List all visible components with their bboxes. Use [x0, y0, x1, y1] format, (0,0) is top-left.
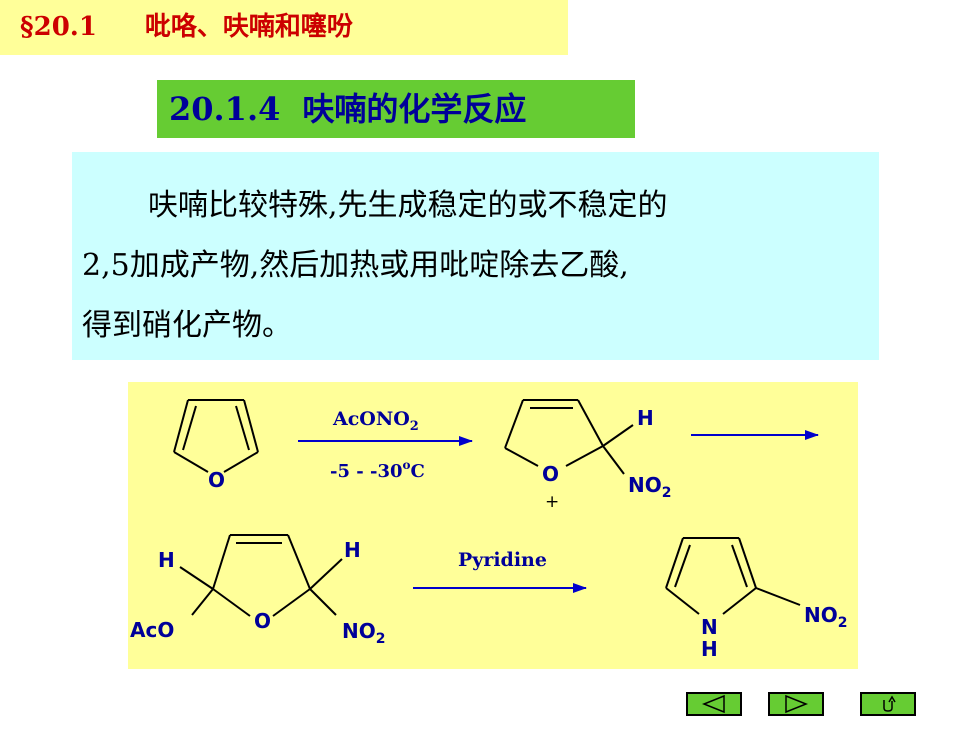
section-header: §20.1 吡咯、呋喃和噻吩 — [0, 0, 568, 55]
subsection-text: 呋喃的化学反应 — [302, 90, 527, 128]
cation-h-label: H — [637, 406, 654, 430]
furan-oxygen-label: O — [208, 468, 225, 492]
adduct-no2-label: NO2 — [342, 619, 386, 647]
explanation-box: 呋喃比较特殊,先生成稳定的或不稳定的 2,5加成产物,然后加热或用吡啶除去乙酸,… — [72, 152, 879, 360]
return-arrow-icon — [883, 695, 896, 712]
cation-oxygen-label: O — [542, 462, 559, 486]
adduct-oxygen-label: O — [254, 609, 271, 633]
explanation-line-3: 得到硝化产物。 — [82, 308, 292, 343]
pyrrole-nh-label: H — [701, 637, 718, 661]
next-slide-button[interactable] — [768, 692, 824, 716]
reagent-acono2: AcONO2 — [332, 408, 419, 434]
pyrrole-n-label: N — [701, 615, 718, 639]
cation-plus-label: + — [545, 492, 559, 512]
adduct-h-right-label: H — [344, 538, 361, 562]
previous-slide-button[interactable] — [686, 692, 742, 716]
furan-structure — [173, 399, 259, 473]
pyrrole-no2-label: NO2 — [804, 603, 848, 631]
explanation-line-2: 2,5加成产物,然后加热或用吡啶除去乙酸, — [82, 248, 629, 283]
reaction-temperature: -5 - -30oC — [330, 458, 425, 482]
adduct-h-left-label: H — [158, 548, 175, 572]
section-title: 吡咯、呋喃和噻吩 — [144, 12, 353, 42]
nitropyrrole-structure — [665, 537, 801, 615]
return-button[interactable] — [860, 692, 916, 716]
adduct-structure — [179, 534, 343, 617]
reaction-scheme: AcONO2 -5 - -30oC Pyridine O O + H NO2 H… — [128, 382, 858, 669]
adduct-aco-label: AcO — [130, 618, 174, 642]
nitro-cation-structure — [504, 399, 634, 475]
prev-triangle-icon — [701, 694, 725, 714]
cation-no2-label: NO2 — [628, 473, 672, 501]
reaction-scheme-drawing: AcONO2 -5 - -30oC Pyridine O O + H NO2 H… — [130, 399, 848, 661]
subsection-number: 20.1.4 — [169, 90, 281, 128]
subsection-title: 20.1.4 呋喃的化学反应 — [157, 80, 635, 138]
explanation-line-1: 呋喃比较特殊,先生成稳定的或不稳定的 — [148, 188, 668, 223]
next-triangle-icon — [785, 694, 809, 714]
reagent-pyridine: Pyridine — [458, 549, 547, 571]
section-number: §20.1 — [20, 12, 97, 42]
